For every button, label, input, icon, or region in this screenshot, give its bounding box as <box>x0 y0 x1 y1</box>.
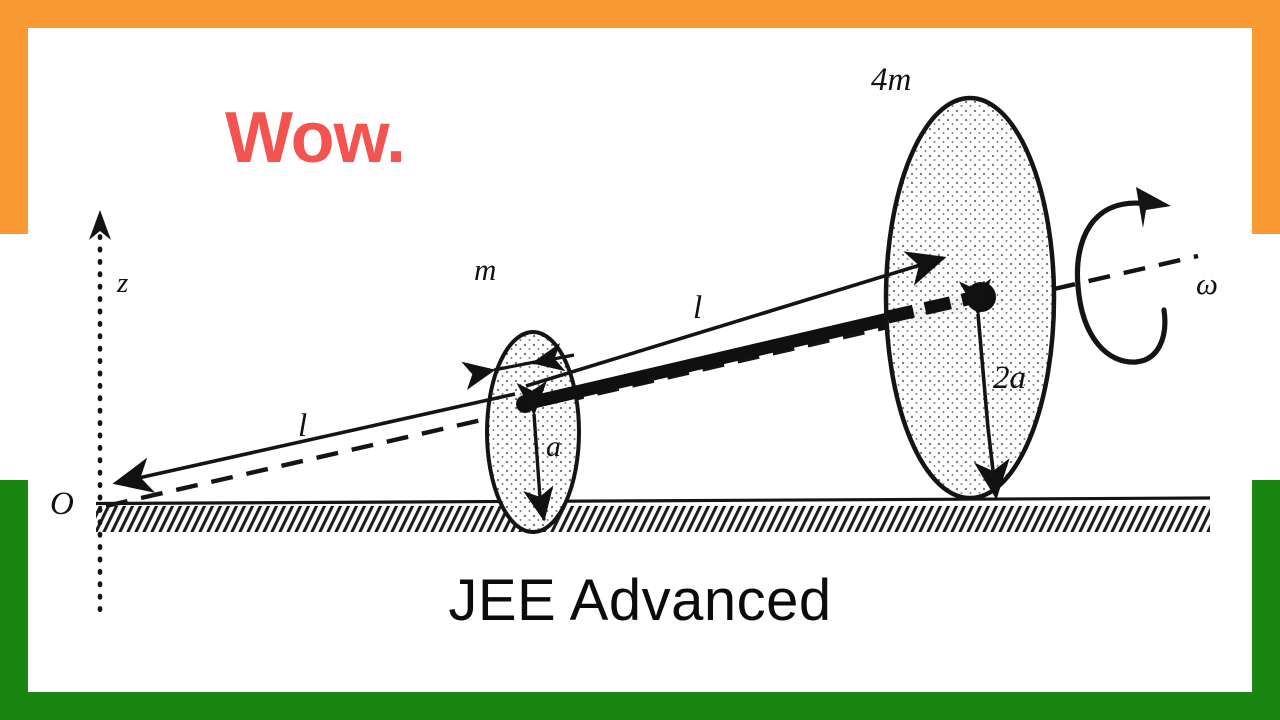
length-left-dimension <box>112 392 516 493</box>
large-disc <box>883 95 1057 501</box>
border-band-green-left <box>0 480 28 720</box>
spin-arrow <box>1074 187 1171 365</box>
border-band-orange-left <box>0 0 28 234</box>
length-left-label: l <box>298 408 307 444</box>
z-axis-label: z <box>116 267 128 299</box>
rotation-axis <box>105 253 1199 509</box>
border-band-green-bottom <box>0 692 1280 720</box>
small-disc-radius-label: a <box>546 430 561 463</box>
physics-diagram: z O m 4m a <box>50 62 1218 616</box>
border-band-green-right <box>1252 480 1280 720</box>
length-right-label: l <box>693 290 702 326</box>
ground-surface <box>95 496 1211 532</box>
length-right-dimension <box>525 251 947 388</box>
z-axis <box>89 210 111 616</box>
headline-text: Wow. <box>225 98 406 178</box>
large-disc-radius-dimension <box>958 278 1010 500</box>
origin-label: O <box>50 486 74 522</box>
angular-velocity-label: ω <box>1196 266 1218 301</box>
small-disc-mass-label: m <box>474 252 496 287</box>
small-disc-thickness-ticks <box>461 343 575 390</box>
border-band-orange-top <box>0 0 1280 28</box>
large-disc-mass-label: 4m <box>871 62 911 98</box>
border-band-orange-right <box>1252 0 1280 234</box>
caption-text: JEE Advanced <box>448 568 832 633</box>
small-disc-radius-dimension <box>516 380 554 522</box>
large-disc-radius-label: 2a <box>993 360 1026 396</box>
